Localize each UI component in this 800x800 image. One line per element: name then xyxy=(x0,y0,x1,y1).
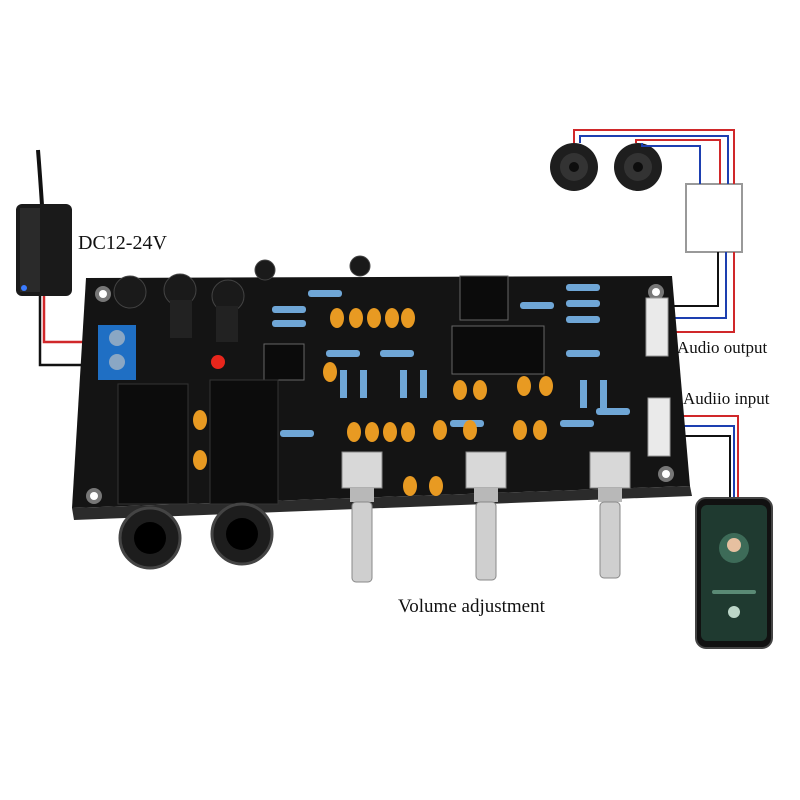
power-label: DC12-24V xyxy=(78,232,167,254)
speaker-icon xyxy=(550,143,662,191)
electrolytic-capacitors xyxy=(113,255,371,342)
resistors xyxy=(272,284,630,437)
amplifier-box xyxy=(685,183,743,253)
terminal-block xyxy=(98,325,136,380)
volume-label: Volume adjustment xyxy=(398,596,545,617)
audio-output-label: Audio output xyxy=(677,338,768,357)
speaker-wires xyxy=(573,129,739,500)
ic-chips xyxy=(263,275,545,381)
ceramic-capacitors xyxy=(193,308,553,496)
audio-input-label: Audiio input xyxy=(683,389,770,408)
mic-jacks xyxy=(117,379,279,570)
board-connectors xyxy=(645,297,671,457)
smartphone-icon xyxy=(695,497,773,649)
power-adapter-icon xyxy=(16,149,72,296)
potentiometers xyxy=(341,451,631,583)
led-indicator xyxy=(211,355,225,369)
